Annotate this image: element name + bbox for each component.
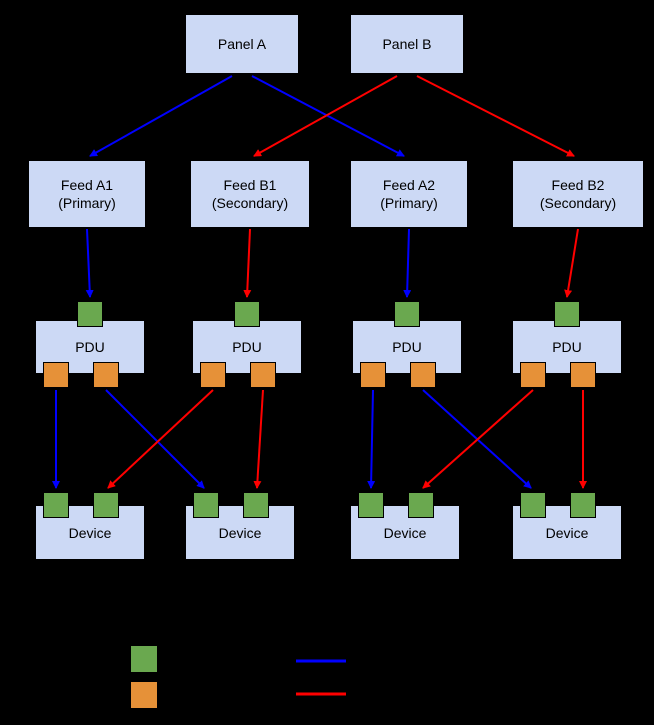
- arrow-feed-a1-to-pdu1-input: [85, 228, 94, 298]
- device-2-input-port-2: [243, 492, 269, 518]
- pdu-3-output-port-2: [410, 362, 436, 388]
- node-device-2-label: Device: [218, 524, 262, 541]
- legend-green-swatch: [130, 645, 158, 673]
- arrow-panel-b-to-feed-b2: [416, 75, 575, 157]
- device-1-input-port-1: [43, 492, 69, 518]
- pdu-2-output-port-1: [200, 362, 226, 388]
- node-pdu-1-label: PDU: [75, 339, 105, 355]
- pdu-3-input-port: [394, 301, 420, 327]
- node-feed-a1-name: Feed A1: [60, 177, 114, 193]
- arrow-pdu2-out2-to-device2: [253, 389, 264, 489]
- node-device-1-label: Device: [68, 524, 112, 541]
- node-pdu-4-label: PDU: [552, 339, 582, 355]
- arrow-pdu4-out1-to-device3: [422, 389, 534, 489]
- node-pdu-2-label: PDU: [232, 339, 262, 355]
- device-4-input-port-2: [570, 492, 596, 518]
- node-device-4-label: Device: [545, 524, 589, 541]
- node-panel-a-label: Panel A: [217, 36, 267, 52]
- node-feed-b1: Feed B1 (Secondary): [190, 160, 310, 228]
- node-feed-a1: Feed A1 (Primary): [28, 160, 146, 228]
- arrow-feed-b2-to-pdu4-input: [564, 228, 579, 298]
- legend-orange-swatch: [130, 681, 158, 709]
- node-feed-a1-role: (Primary): [58, 195, 116, 211]
- device-4-input-port-1: [520, 492, 546, 518]
- device-3-input-port-1: [358, 492, 384, 518]
- arrow-feed-b1-to-pdu2-input: [243, 228, 252, 298]
- arrow-panel-a-to-feed-a1: [89, 75, 233, 157]
- arrow-feed-a2-to-pdu3-input: [403, 228, 412, 298]
- arrow-pdu1-out2-to-device2: [105, 389, 205, 489]
- node-feed-b2-name: Feed B2: [551, 177, 605, 193]
- pdu-2-output-port-2: [250, 362, 276, 388]
- pdu-1-input-port: [77, 301, 103, 327]
- pdu-3-output-port-1: [360, 362, 386, 388]
- node-feed-b1-name: Feed B1: [223, 177, 277, 193]
- pdu-4-input-port: [554, 301, 580, 327]
- device-2-input-port-1: [193, 492, 219, 518]
- device-1-input-port-2: [93, 492, 119, 518]
- node-feed-b1-role: (Secondary): [211, 195, 289, 211]
- node-feed-a2: Feed A2 (Primary): [350, 160, 468, 228]
- node-feed-a2-role: (Primary): [380, 195, 438, 211]
- node-feed-b2: Feed B2 (Secondary): [512, 160, 644, 228]
- arrow-panel-b-to-feed-b1: [253, 75, 398, 157]
- pdu-1-output-port-1: [43, 362, 69, 388]
- pdu-1-output-port-2: [93, 362, 119, 388]
- node-panel-a: Panel A: [185, 14, 299, 74]
- pdu-2-input-port: [234, 301, 260, 327]
- pdu-4-output-port-1: [520, 362, 546, 388]
- node-pdu-3-label: PDU: [392, 339, 422, 355]
- arrow-pdu2-out1-to-device1: [107, 389, 214, 489]
- node-feed-b2-role: (Secondary): [539, 195, 617, 211]
- arrow-pdu3-out1-to-device3: [367, 389, 376, 489]
- node-panel-b: Panel B: [350, 14, 464, 74]
- node-device-3-label: Device: [383, 524, 427, 541]
- arrow-panel-a-to-feed-a2: [251, 75, 405, 157]
- pdu-4-output-port-2: [570, 362, 596, 388]
- node-panel-b-label: Panel B: [382, 36, 432, 52]
- node-feed-a2-name: Feed A2: [382, 177, 436, 193]
- device-3-input-port-2: [408, 492, 434, 518]
